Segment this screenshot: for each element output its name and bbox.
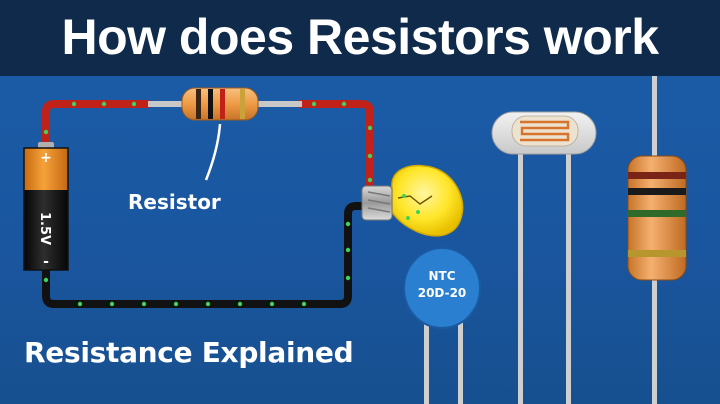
- resistor-label: Resistor: [128, 190, 221, 214]
- battery-plus-sign: +: [40, 150, 52, 166]
- resistor-pointer-line: [204, 123, 222, 181]
- ntc-lead-left: [424, 310, 429, 404]
- title-bar: [0, 0, 720, 76]
- light-bulb: [361, 164, 464, 237]
- battery-minus-sign: -: [43, 254, 49, 270]
- page-title: How does Resistors work: [61, 9, 660, 65]
- ldr-lead-right: [566, 150, 571, 404]
- battery: [23, 142, 69, 271]
- ldr-lead-left: [518, 150, 523, 404]
- circuit-resistor: [148, 87, 302, 121]
- subtitle: Resistance Explained: [24, 336, 354, 369]
- big-resistor: [627, 155, 687, 281]
- battery-voltage-label: 1.5V: [37, 212, 52, 245]
- ntc-lead-right: [458, 310, 463, 404]
- ntc-label-line2: 20D-20: [418, 286, 467, 300]
- circuit-wires: [42, 100, 374, 308]
- ldr-photoresistor: [491, 111, 597, 155]
- ntc-thermistor: [403, 247, 481, 329]
- ntc-label-line1: NTC: [428, 269, 455, 283]
